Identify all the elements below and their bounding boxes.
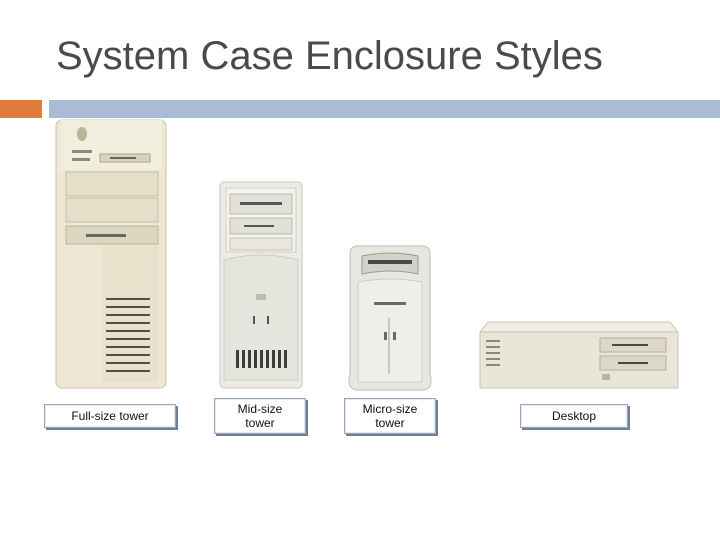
micro-size-tower-label: Micro-size tower	[344, 398, 436, 434]
mid-size-tower-image	[219, 181, 303, 389]
full-size-tower-image	[55, 119, 167, 389]
accent-bar-orange	[0, 100, 42, 118]
mid-size-tower-label: Mid-size tower	[214, 398, 306, 434]
accent-bar-blue	[49, 100, 720, 118]
desktop-label: Desktop	[520, 404, 628, 428]
micro-size-tower-image	[348, 245, 432, 391]
desktop-case-image	[479, 321, 679, 389]
full-size-tower-label: Full-size tower	[44, 404, 176, 428]
slide-title: System Case Enclosure Styles	[56, 34, 603, 78]
